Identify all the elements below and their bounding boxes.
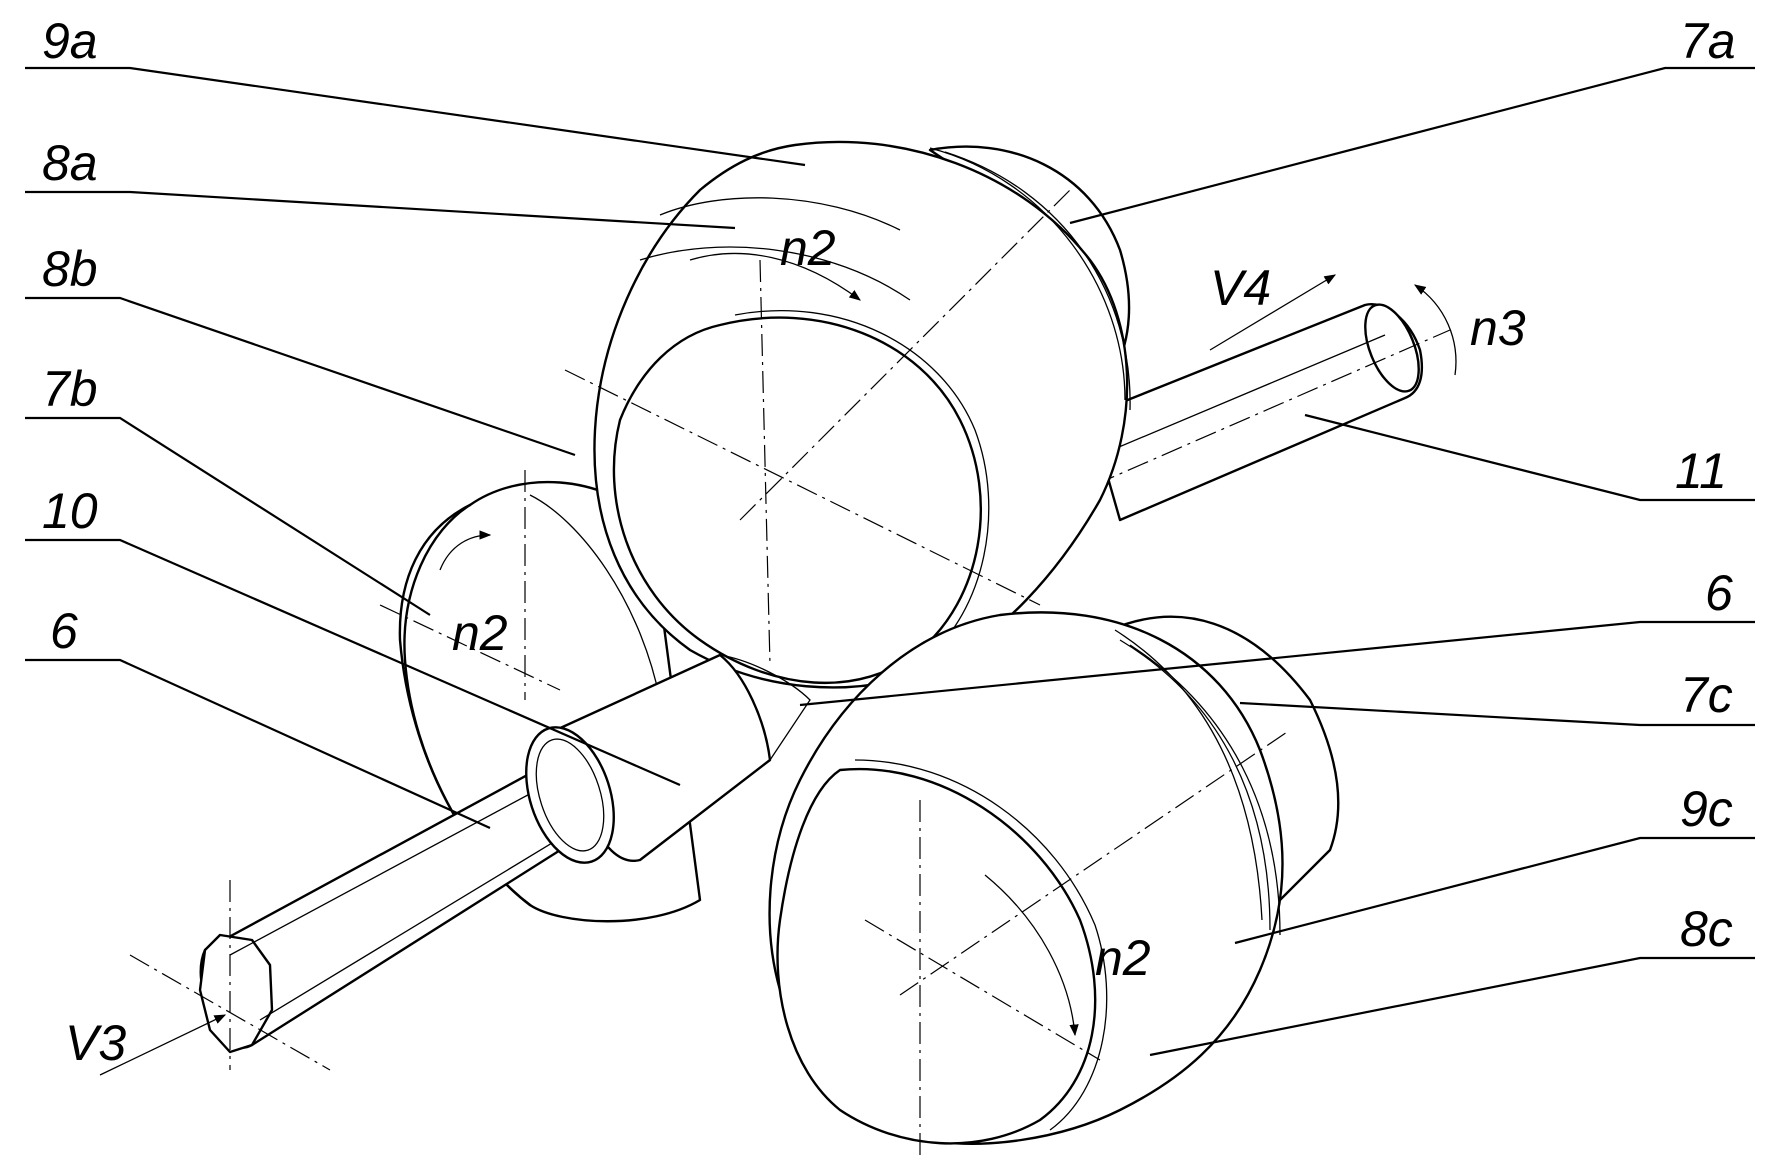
- label-n3: n3: [1470, 300, 1526, 356]
- label-v3: V3: [65, 1015, 126, 1071]
- label-v4: V4: [1210, 260, 1271, 316]
- label-10: 10: [42, 483, 98, 539]
- bar-11: [1059, 303, 1451, 522]
- output-motion: [1209, 274, 1457, 376]
- label-8c: 8c: [1680, 901, 1733, 957]
- label-n2-bottom: n2: [1095, 930, 1151, 986]
- label-7c: 7c: [1680, 667, 1733, 723]
- leader-lines: [25, 66, 1755, 1057]
- label-7a: 7a: [1680, 13, 1736, 69]
- label-9c: 9c: [1680, 781, 1733, 837]
- roll-9c-8c: [768, 611, 1291, 1160]
- input-axis: [99, 880, 331, 1076]
- roll-9a-8a: [564, 140, 1131, 689]
- label-n2-left: n2: [452, 605, 508, 661]
- label-8b: 8b: [42, 241, 98, 297]
- label-9a: 9a: [42, 13, 98, 69]
- label-n2-top: n2: [780, 220, 836, 276]
- label-7b: 7b: [42, 361, 98, 417]
- label-6-left: 6: [50, 603, 78, 659]
- label-11: 11: [1675, 443, 1727, 499]
- labels: 9a 8a 8b 7b 10 6 7a 11 6 7c 9c 8c n2 n2 …: [42, 13, 1736, 1071]
- label-8a: 8a: [42, 135, 98, 191]
- label-6-right: 6: [1705, 565, 1733, 621]
